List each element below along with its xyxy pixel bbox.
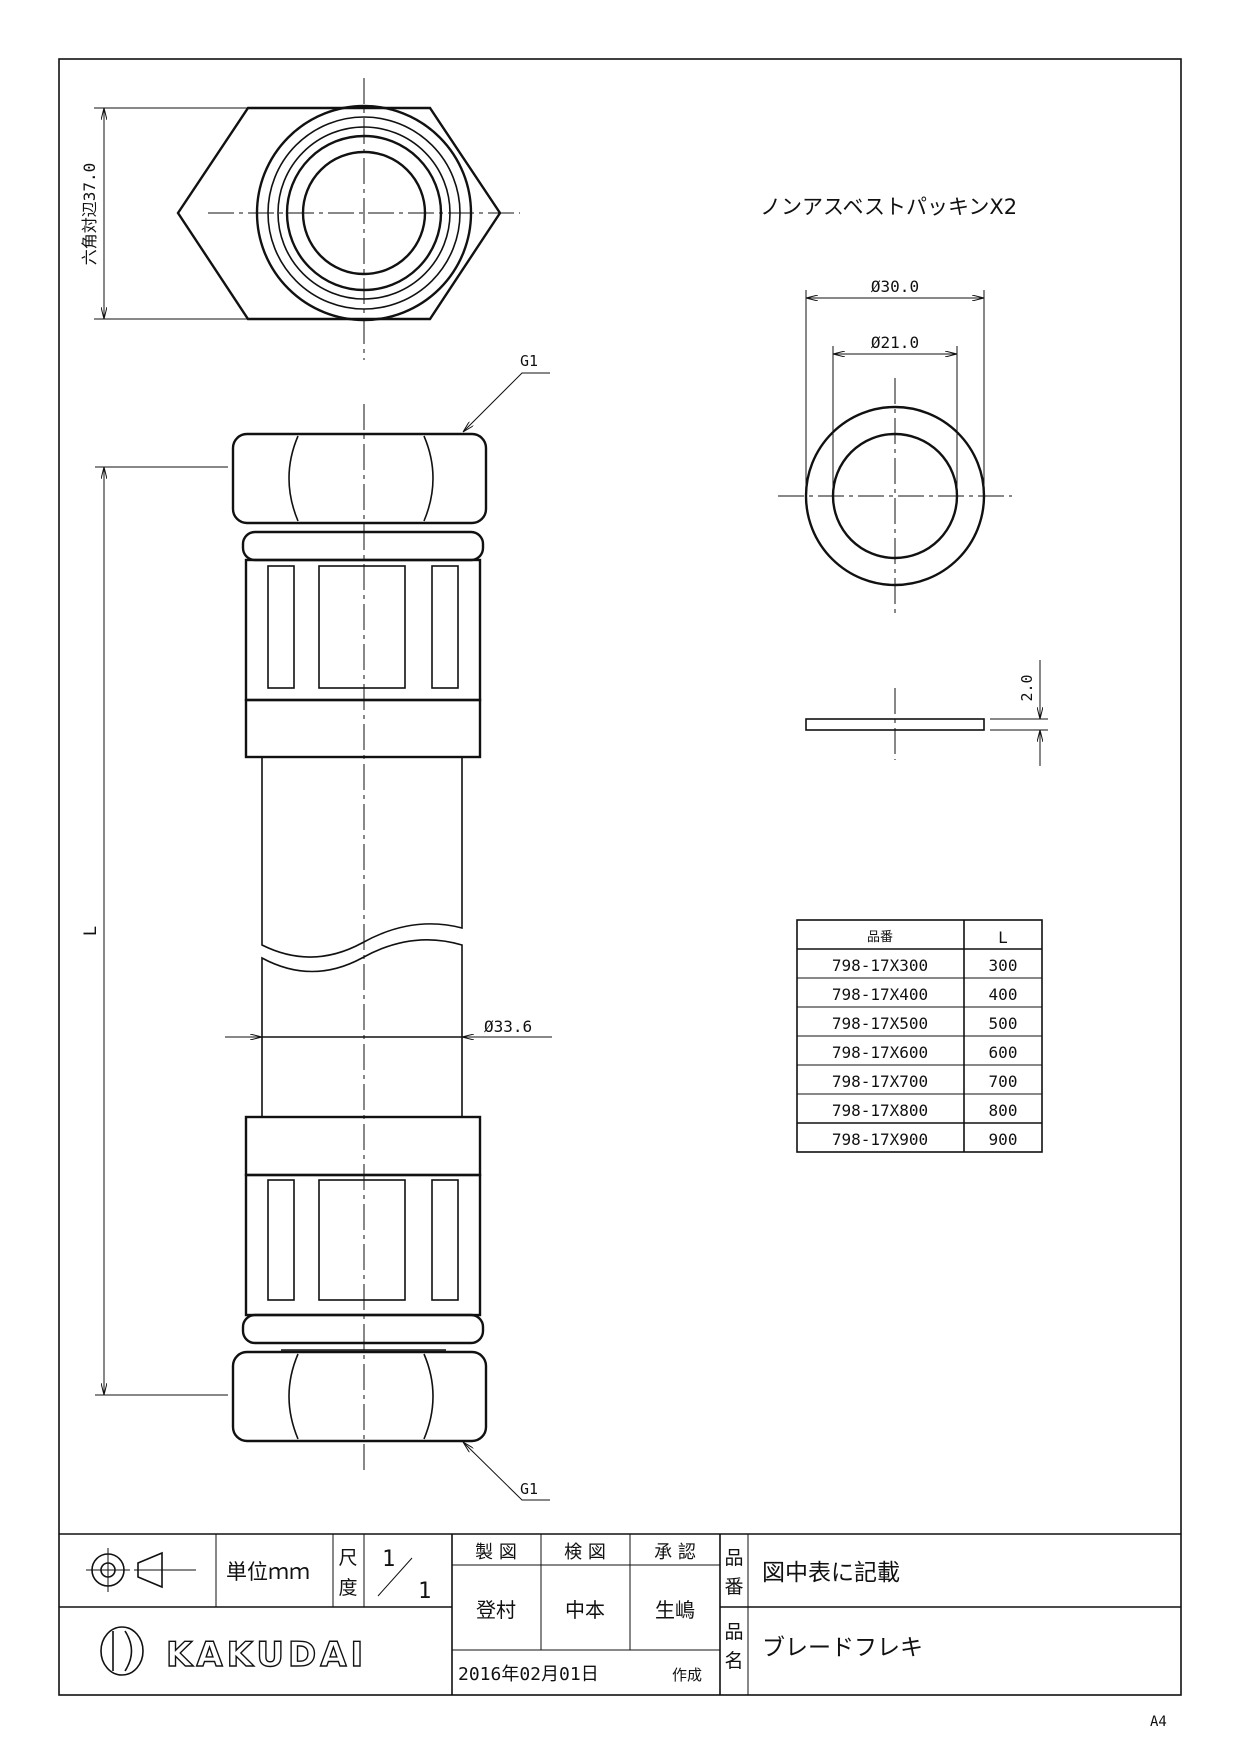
part-no-label-2: 番 [724, 1576, 743, 1598]
part-number: 図中表に記載 [762, 1560, 900, 1586]
gasket-thickness: 2.0 [1018, 674, 1036, 701]
table-cell-length: 500 [989, 1014, 1018, 1033]
drawn-label: 製 図 [475, 1542, 517, 1563]
braided-hose-lower [261, 938, 463, 1118]
table-cell-length: 800 [989, 1101, 1018, 1120]
top-ferrule-sleeve [244, 558, 482, 702]
table-cell-part: 798-17X400 [832, 985, 928, 1004]
thread-label-bottom: G1 [520, 1480, 538, 1498]
table-cell-part: 798-17X300 [832, 956, 928, 975]
unit-label: 単位ｍｍ [226, 1560, 310, 1584]
hex-end-view: 六角対辺37.0 [80, 78, 520, 360]
table-cell-part: 798-17X900 [832, 1130, 928, 1149]
table-header-part-no: 品番 [867, 930, 893, 945]
table-cell-length: 600 [989, 1043, 1018, 1062]
top-union-nut [231, 432, 488, 525]
gasket-outer-diameter: Ø30.0 [871, 277, 919, 296]
gasket-title: ノンアスベストパッキンX2 [760, 195, 1017, 219]
gasket-view: ノンアスベストパッキンX2 Ø30.0 Ø21.0 2.0 [760, 195, 1048, 766]
bottom-ferrule-sleeve [244, 1115, 482, 1177]
drawn-by: 登村 [476, 1598, 516, 1622]
table-cell-length: 300 [989, 956, 1018, 975]
parts-table: 品番 L 798-17X300 300 798-17X400 400 798-1… [796, 919, 1043, 1153]
kakudai-logo-icon [100, 1626, 144, 1676]
brand-name: KAKUDAI [166, 1635, 367, 1675]
sheet-border [58, 58, 1182, 1696]
sheet-size: A4 [1150, 1714, 1167, 1730]
table-cell-part: 798-17X700 [832, 1072, 928, 1091]
bottom-union-nut [231, 1350, 488, 1443]
gasket-inner-diameter: Ø21.0 [871, 333, 919, 352]
length-label: L [81, 926, 101, 936]
table-cell-length: 400 [989, 985, 1018, 1004]
table-cell-part: 798-17X800 [832, 1101, 928, 1120]
scale-label-2: 度 [338, 1577, 357, 1599]
hose-diameter-label: Ø33.6 [484, 1017, 532, 1036]
table-cell-part: 798-17X600 [832, 1043, 928, 1062]
approved-label: 承 認 [654, 1542, 696, 1563]
braided-hose-upper [261, 756, 463, 958]
scale-numerator: 1 [382, 1547, 395, 1572]
thread-label-top: G1 [520, 352, 538, 370]
checked-label: 検 図 [564, 1542, 606, 1563]
creation-date: 2016年02月01日 [458, 1664, 599, 1685]
projection-symbol-icon [86, 1548, 196, 1592]
hex-across-flats-label: 六角対辺37.0 [80, 163, 99, 266]
name-label-1: 品 [724, 1621, 743, 1643]
hose-side-view: G1 G1 L Ø33.6 [81, 352, 552, 1501]
table-header-length: L [998, 928, 1008, 947]
name-label-2: 名 [724, 1650, 743, 1672]
product-name: ブレードフレキ [762, 1635, 923, 1661]
part-no-label-1: 品 [724, 1547, 743, 1569]
scale-denominator: 1 [418, 1579, 431, 1604]
scale-label-1: 尺 [338, 1547, 357, 1569]
created-label: 作成 [672, 1666, 702, 1684]
table-cell-part: 798-17X500 [832, 1014, 928, 1033]
checked-by: 中本 [565, 1598, 605, 1622]
table-cell-length: 700 [989, 1072, 1018, 1091]
table-cell-length: 900 [989, 1130, 1018, 1149]
title-block: 単位ｍｍ 尺 度 1 1 製 図 検 図 承 認 登村 中本 生嶋 2016年0… [59, 1533, 1181, 1695]
approved-by: 生嶋 [655, 1598, 695, 1622]
